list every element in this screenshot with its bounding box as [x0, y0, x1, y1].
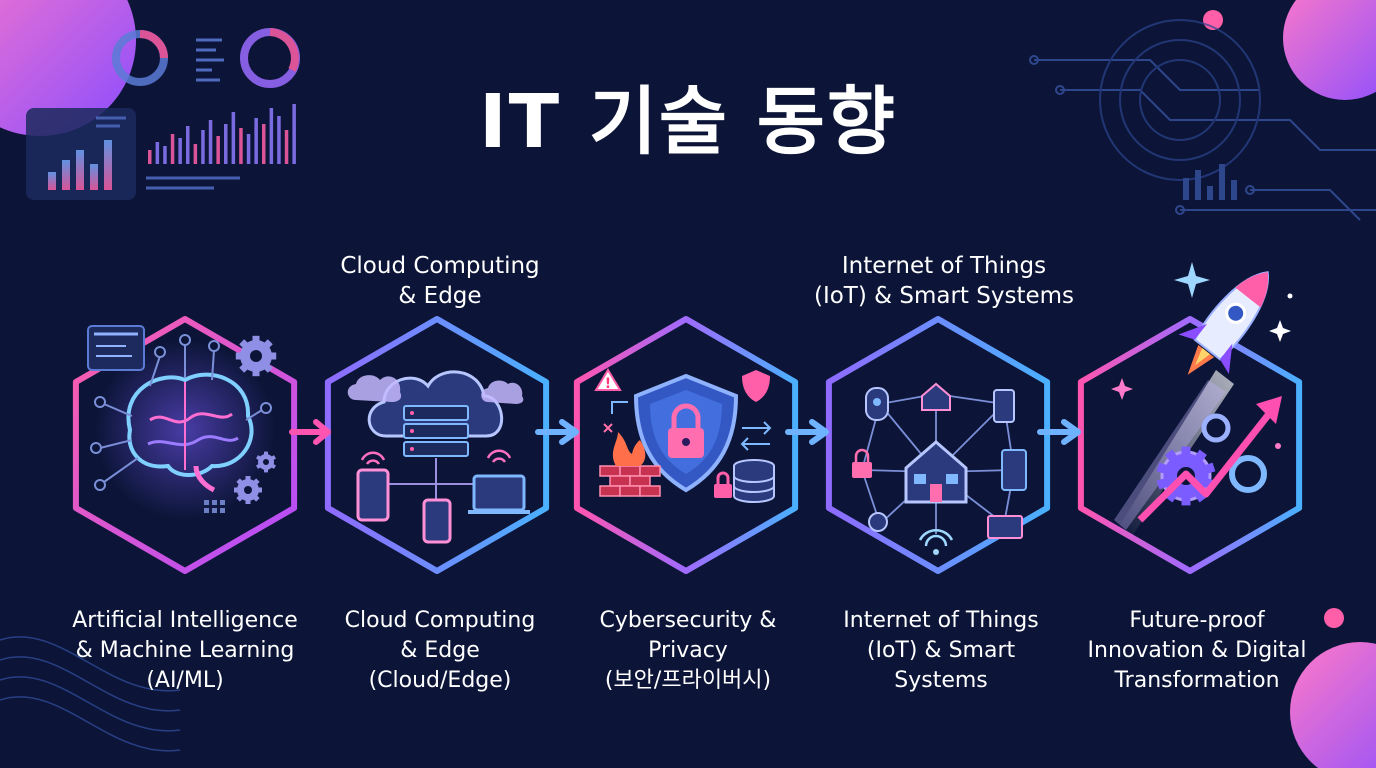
gear-tooth	[234, 487, 240, 493]
gear-tooth	[1193, 488, 1207, 503]
gear-tooth	[256, 487, 262, 493]
sparkline-bar	[155, 142, 160, 164]
gear-tooth	[264, 467, 268, 473]
sparkline-bar	[277, 116, 281, 164]
gear-tooth	[1181, 446, 1191, 458]
gear-tooth	[269, 455, 277, 461]
sparkline-bar	[216, 136, 220, 164]
gear-tooth	[255, 455, 263, 461]
gear-tooth	[245, 498, 251, 504]
sparkline-bar	[201, 130, 205, 164]
gear-tooth	[269, 463, 277, 469]
gear-tooth	[236, 478, 245, 487]
arrow-icon	[535, 419, 579, 445]
page-title: IT 기술 동향	[479, 79, 897, 165]
hexagon-frame-5	[1077, 316, 1303, 574]
gear-tooth	[245, 476, 251, 482]
hexagon-frame-1	[72, 316, 298, 574]
circuit-decoration	[1029, 19, 1376, 221]
sparkline-bar	[178, 138, 182, 164]
gear-tooth	[1193, 449, 1207, 464]
sparkline-bar	[269, 108, 274, 164]
gear-tooth	[1165, 488, 1179, 503]
gear-tooth	[252, 367, 260, 377]
gear-tooth	[267, 352, 277, 360]
gear-tooth	[264, 451, 268, 457]
sparkline-bar	[193, 144, 198, 164]
gear-tooth	[255, 463, 263, 469]
stage-caption-ai: Artificial Intelligence & Machine Learni…	[72, 608, 298, 693]
arrow-icon	[289, 419, 331, 445]
gear-tooth	[1156, 477, 1170, 490]
corner-blob-top-right	[1283, 0, 1376, 100]
gear-icon	[237, 340, 274, 501]
cloud-server-icon	[347, 370, 530, 544]
gear-tooth	[1156, 462, 1170, 475]
wave-decoration	[0, 636, 181, 752]
sparkline-bar	[246, 134, 251, 164]
arrow-icon	[785, 419, 829, 445]
dot-icon	[1324, 608, 1344, 628]
sparkline-bar	[163, 146, 167, 164]
gear-tooth	[235, 352, 245, 360]
sparkline-bar	[186, 126, 190, 164]
dashboard-decoration	[26, 28, 300, 200]
sparkline-bar	[224, 124, 228, 164]
top-label-cloud: Cloud Computing & Edge	[340, 253, 540, 309]
sparkline-bar	[254, 118, 258, 164]
sparkline-bar	[170, 134, 175, 164]
sparkline-bar	[148, 150, 152, 164]
gear-tooth	[251, 493, 260, 502]
stage-caption-innovation: Future-proof Innovation & Digital Transf…	[1087, 608, 1307, 693]
sparkline-bar	[262, 124, 266, 164]
gear-tooth	[261, 339, 273, 351]
gear-tooth	[261, 361, 273, 373]
gear-tooth	[1165, 449, 1179, 464]
top-label-iot: Internet of Things (IoT) & Smart Systems	[813, 253, 1075, 309]
rocket-icon	[1111, 262, 1293, 536]
sparkline-bar	[292, 104, 296, 164]
sparkline-bar	[239, 128, 243, 164]
stage-caption-cloud: Cloud Computing & Edge (Cloud/Edge)	[344, 608, 536, 693]
corner-blob-top-left	[0, 0, 136, 136]
hexagon-frame-3	[573, 316, 799, 574]
corner-blob-bottom-right	[1290, 642, 1376, 768]
shield-lock-icon: !	[594, 368, 775, 503]
smart-home-icon	[852, 382, 1027, 555]
brain-icon	[87, 325, 275, 520]
hexagon-frame-2	[324, 316, 550, 574]
gear-tooth	[251, 478, 260, 487]
gear-tooth	[239, 339, 251, 351]
gear-tooth	[252, 335, 260, 345]
arrow-icon	[1037, 419, 1081, 445]
hexagon-frame-4	[825, 316, 1051, 574]
svg-text:!: !	[605, 376, 611, 392]
sparkline-bar	[231, 112, 236, 164]
sparkline-bar	[284, 130, 289, 164]
stage-caption-iot: Internet of Things (IoT) & Smart Systems	[843, 608, 1039, 693]
gear-tooth	[236, 493, 245, 502]
stage-caption-security: Cybersecurity & Privacy (보안/프라이버시)	[599, 608, 777, 693]
gear-tooth	[239, 361, 251, 373]
gear-tooth	[1202, 462, 1216, 475]
gear-tooth	[1181, 494, 1191, 506]
sparkline-bar	[208, 120, 213, 164]
sparkle-icon	[1174, 262, 1210, 298]
